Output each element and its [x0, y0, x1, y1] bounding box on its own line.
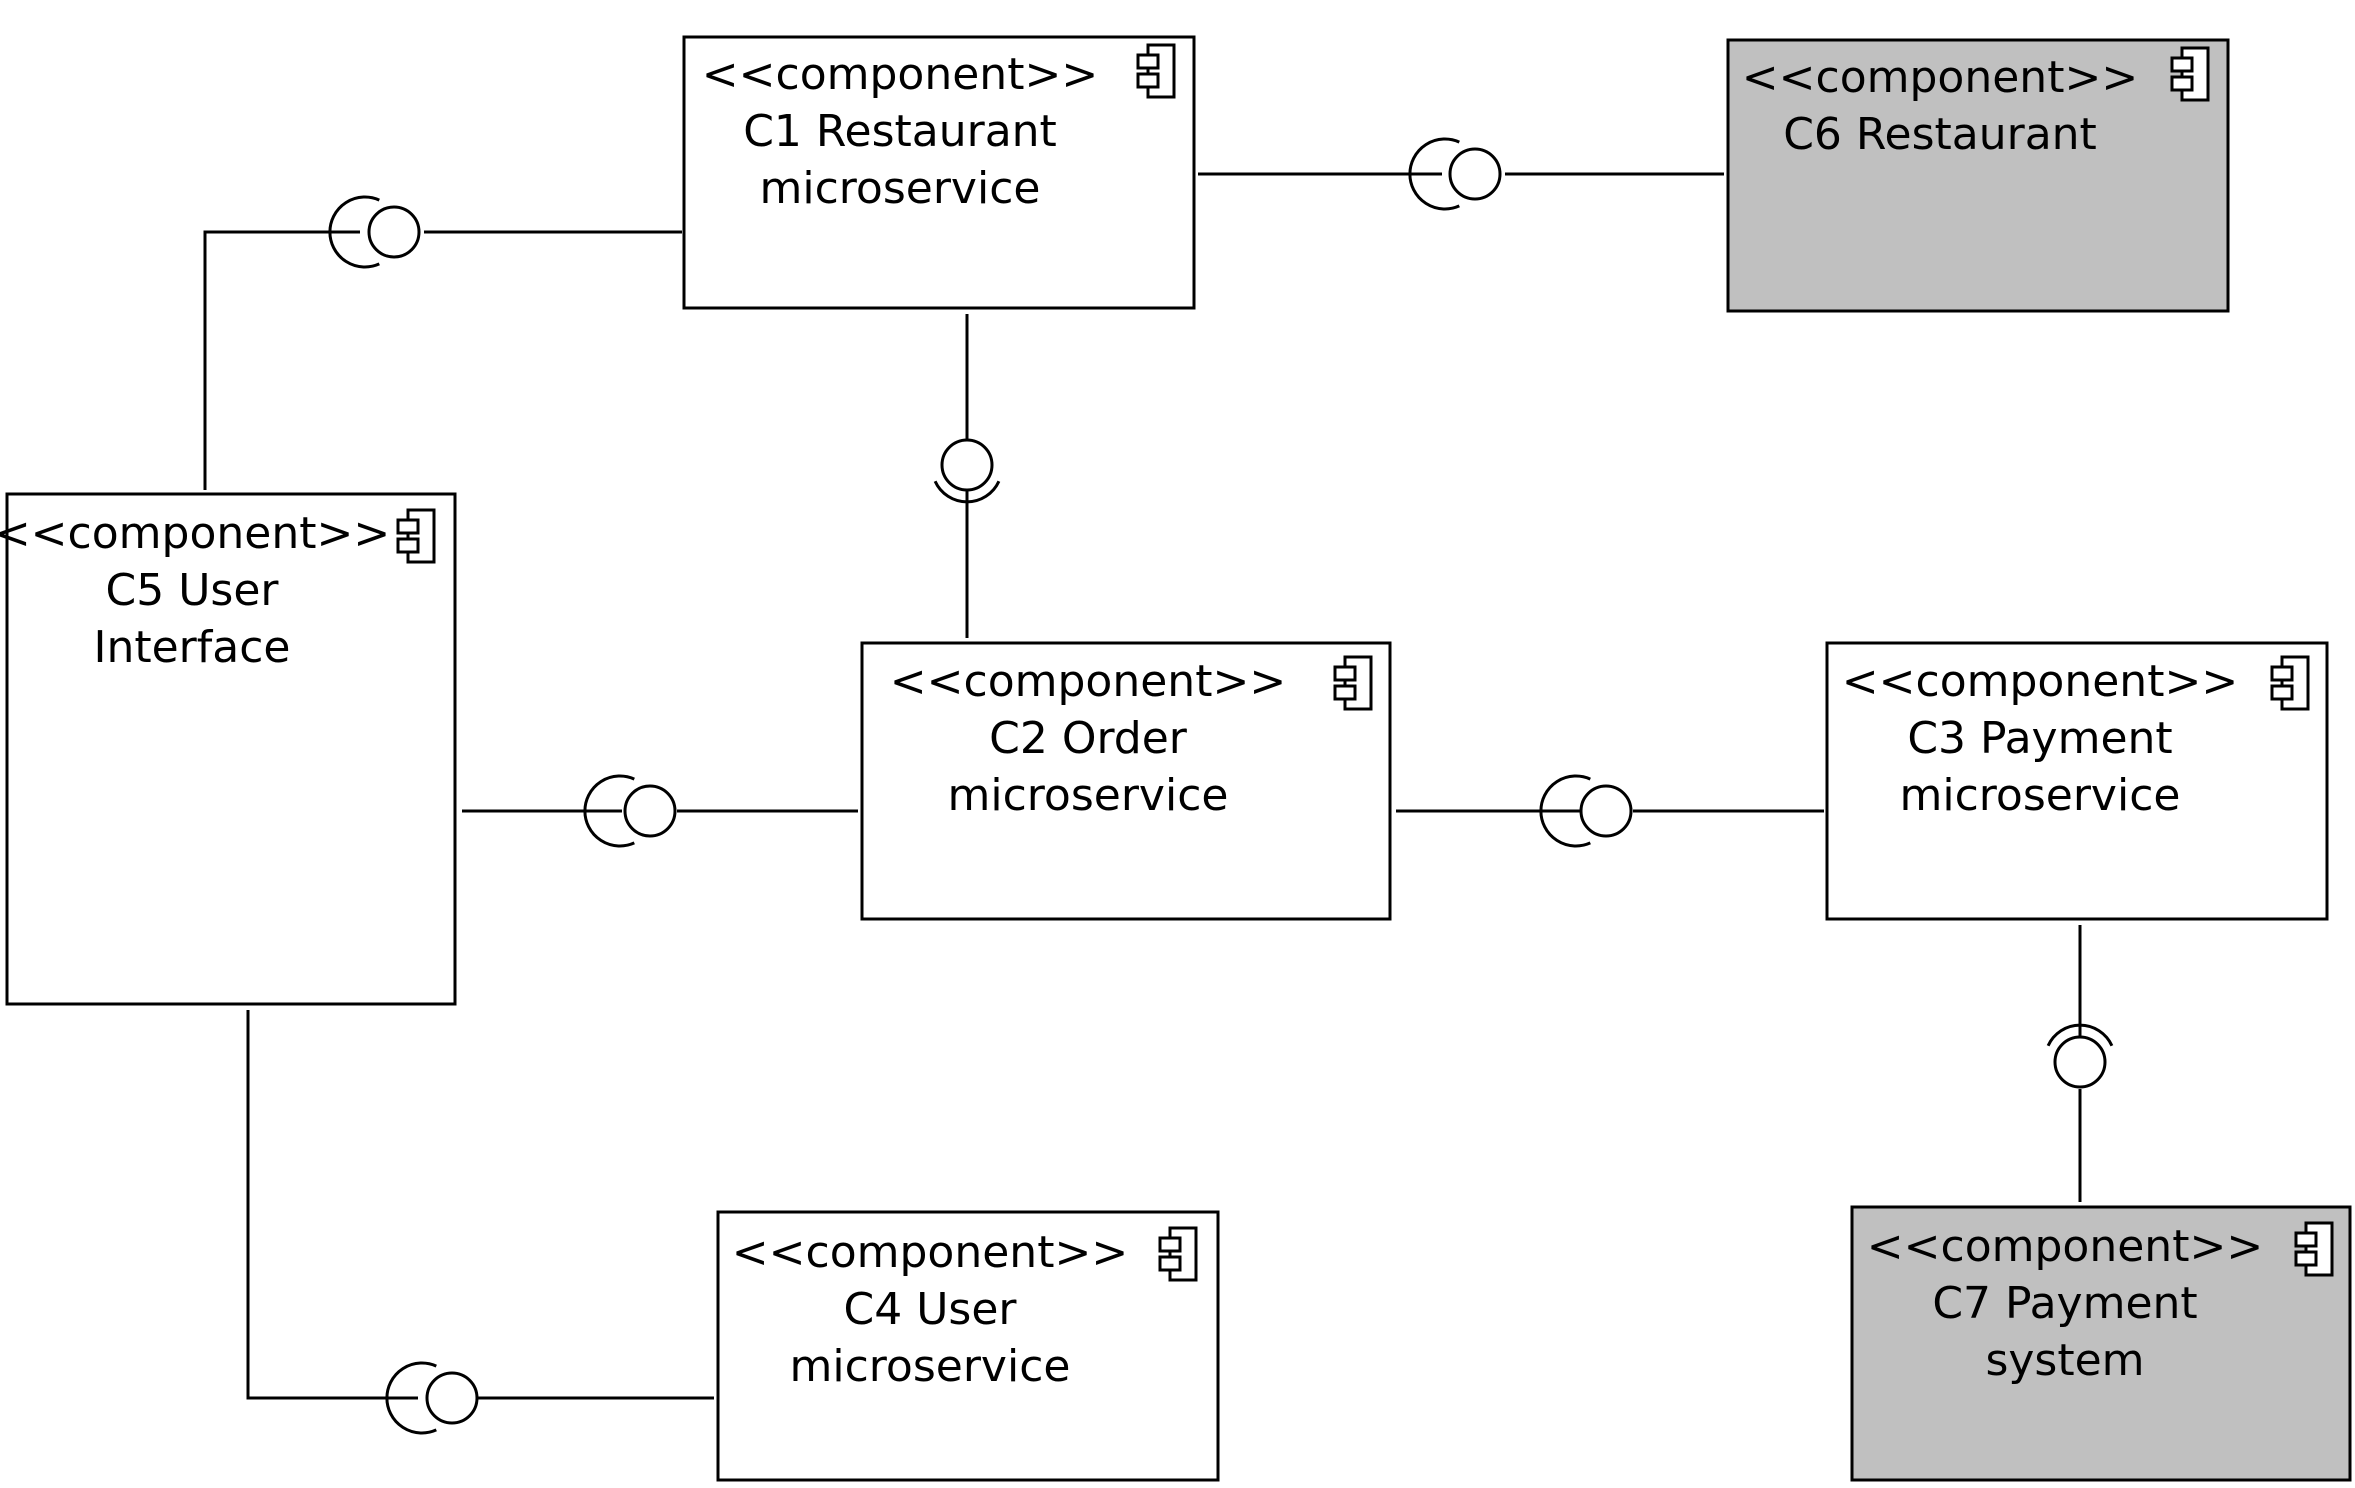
component-name-line-1: C6 Restaurant [1783, 109, 2097, 160]
component-icon [1333, 655, 1373, 711]
provided-interface-ball [367, 205, 421, 259]
connector-c5-c1 [203, 195, 682, 490]
component-box [716, 1210, 1220, 1482]
connector-c2-c3 [1396, 774, 1824, 848]
component-icon [2170, 46, 2210, 102]
component-stereotype: <<component>> [1742, 52, 2138, 103]
provided-interface-ball [1448, 147, 1502, 201]
component-c6[interactable]: <<component>> C6 Restaurant [1726, 38, 2230, 313]
component-name-line-2: system [1985, 1335, 2144, 1386]
component-stereotype: <<component>> [1842, 656, 2238, 707]
provided-interface-ball [623, 784, 677, 838]
component-c7[interactable]: <<component>> C7 Payment system [1850, 1205, 2352, 1482]
component-stereotype: <<component>> [702, 49, 1098, 100]
component-name-line-2: microservice [948, 770, 1229, 821]
provided-interface-ball [2053, 1035, 2107, 1089]
component-box [1726, 38, 2230, 313]
component-c5[interactable]: <<component>> C5 User Interface [0, 492, 457, 1006]
component-name-line-1: C1 Restaurant [743, 106, 1057, 157]
component-icon [2294, 1221, 2334, 1277]
component-icon [396, 508, 436, 564]
provided-interface-ball [940, 438, 994, 492]
provided-interface-ball [425, 1371, 479, 1425]
provided-interface-ball [1579, 784, 1633, 838]
component-name-line-2: microservice [790, 1341, 1071, 1392]
component-name-line-2: Interface [94, 622, 291, 673]
component-box [682, 35, 1196, 310]
component-stereotype: <<component>> [0, 508, 390, 559]
component-icon [2270, 655, 2310, 711]
component-name-line-1: C5 User [106, 565, 280, 616]
component-name-line-1: C4 User [844, 1284, 1018, 1335]
connector-c1-c6 [1198, 137, 1724, 211]
component-icon [1158, 1226, 1198, 1282]
component-name-line-2: microservice [760, 163, 1041, 214]
connector-c3-c7 [2046, 925, 2114, 1202]
component-box [860, 641, 1392, 921]
component-box [1850, 1205, 2352, 1482]
component-name-line-1: C2 Order [989, 713, 1188, 764]
component-stereotype: <<component>> [1867, 1221, 2263, 1272]
component-name-line-1: C3 Payment [1907, 713, 2172, 764]
component-box [5, 492, 457, 1006]
component-icon [1136, 43, 1176, 99]
component-stereotype: <<component>> [732, 1227, 1128, 1278]
component-box [1825, 641, 2329, 921]
component-c2[interactable]: <<component>> C2 Order microservice [860, 641, 1392, 921]
connector-c5-c4 [246, 1010, 714, 1435]
connector-c1-c2 [933, 314, 1001, 638]
connector-c5-c2 [462, 774, 858, 848]
component-c3[interactable]: <<component>> C3 Payment microservice [1825, 641, 2329, 921]
component-stereotype: <<component>> [890, 656, 1286, 707]
component-c4[interactable]: <<component>> C4 User microservice [716, 1210, 1220, 1482]
component-name-line-2: microservice [1900, 770, 2181, 821]
component-c1[interactable]: <<component>> C1 Restaurant microservice [682, 35, 1196, 310]
component-name-line-1: C7 Payment [1932, 1278, 2197, 1329]
